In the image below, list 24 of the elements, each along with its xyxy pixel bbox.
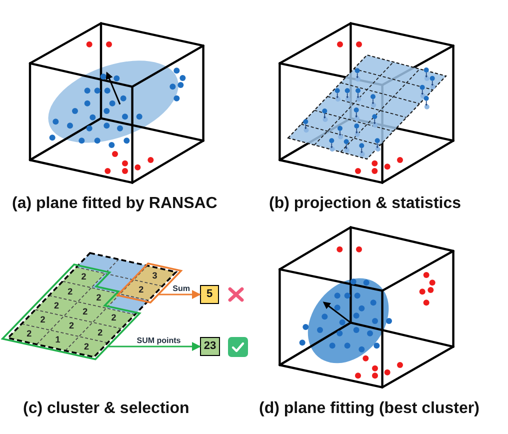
cell-count: 2 [26, 330, 32, 339]
cell-count: 2 [81, 272, 86, 282]
arrow [158, 290, 201, 299]
cell-count: 2 [40, 315, 46, 324]
arrow [108, 342, 201, 351]
cell-count: 1 [55, 336, 60, 345]
panel-caption: (b) projection & statistics [269, 195, 462, 213]
cell-count: 2 [96, 293, 102, 302]
count-box: 5 [200, 285, 219, 304]
panel-caption: (a) plane fitted by RANSAC [12, 195, 218, 213]
cell-count: 2 [68, 322, 74, 331]
cell-count: 2 [138, 286, 144, 295]
cell-count: 3 [152, 271, 158, 280]
cell-count: 2 [68, 287, 73, 296]
panel-caption: (d) plane fitting (best cluster) [259, 400, 480, 418]
cell-count: 2 [98, 328, 103, 338]
cell-count: 2 [84, 342, 89, 352]
count-box: 23 [200, 337, 220, 356]
edge-label: SUM points [136, 336, 181, 344]
cell-count: 2 [54, 301, 59, 310]
cell-count: 2 [111, 314, 116, 323]
panel-caption: (c) cluster & selection [23, 400, 190, 418]
edge-label: Sum [172, 284, 190, 292]
cell-count: 2 [82, 308, 88, 317]
